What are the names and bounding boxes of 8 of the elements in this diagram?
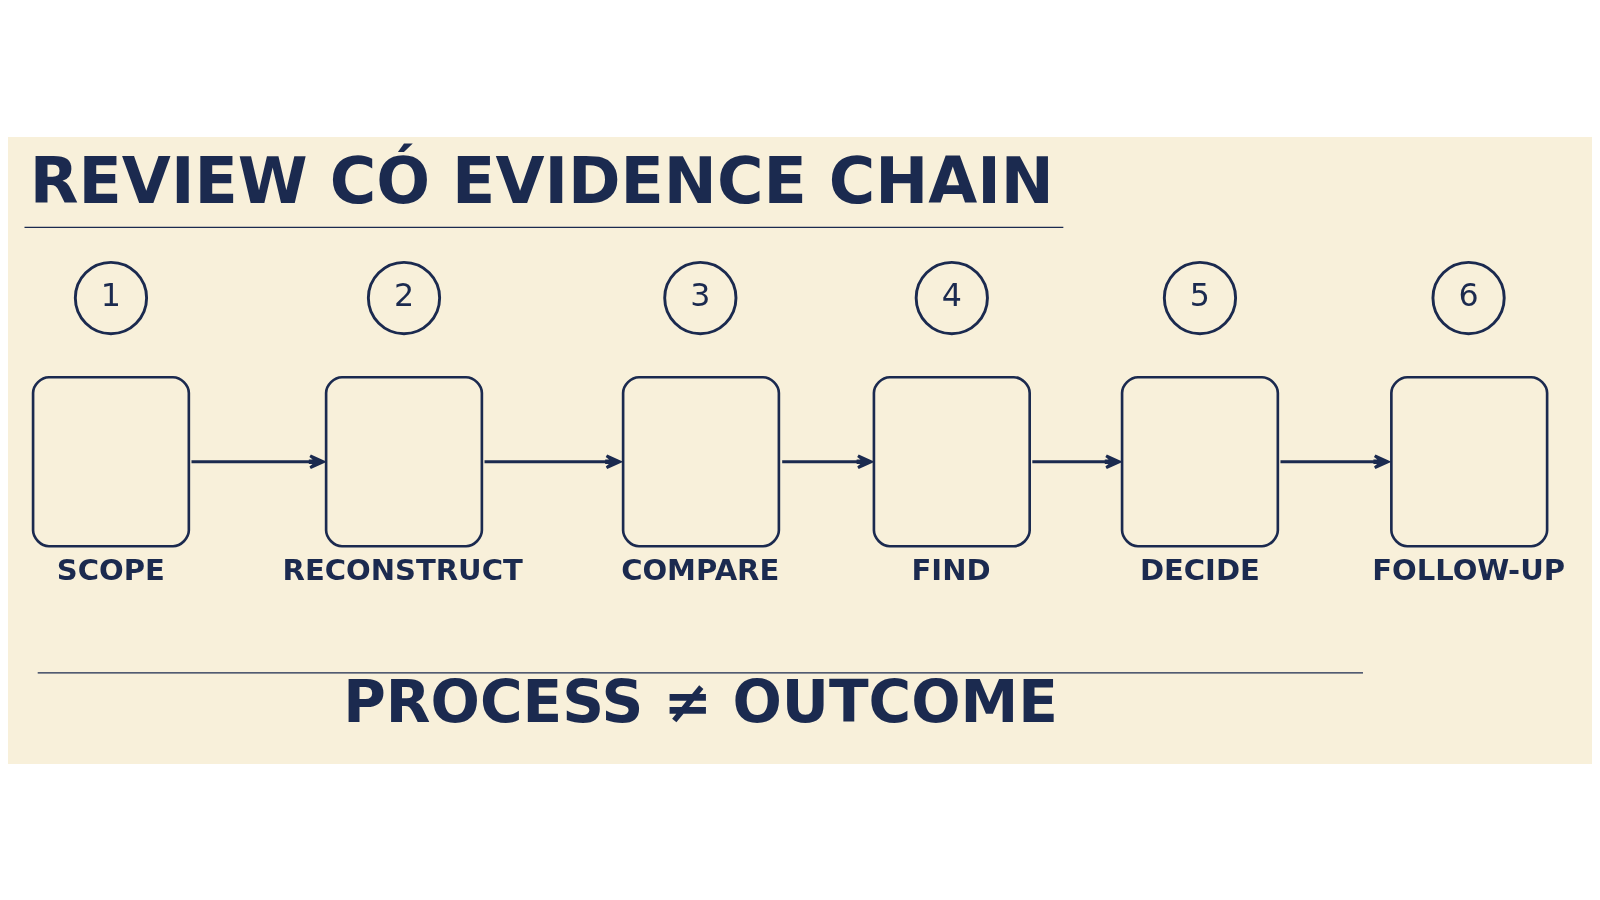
node-label: SCOPE: [56, 552, 165, 587]
node-label: DECIDE: [1139, 552, 1260, 587]
diagram-title: REVIEW CÓ EVIDENCE CHAIN: [29, 143, 1054, 218]
caption: PROCESS ≠ OUTCOME: [343, 667, 1058, 736]
node-label: FIND: [911, 552, 991, 587]
node-label: FOLLOW-UP: [1372, 552, 1565, 587]
node-label: COMPARE: [621, 552, 780, 587]
node-label: RECONSTRUCT: [282, 552, 523, 587]
